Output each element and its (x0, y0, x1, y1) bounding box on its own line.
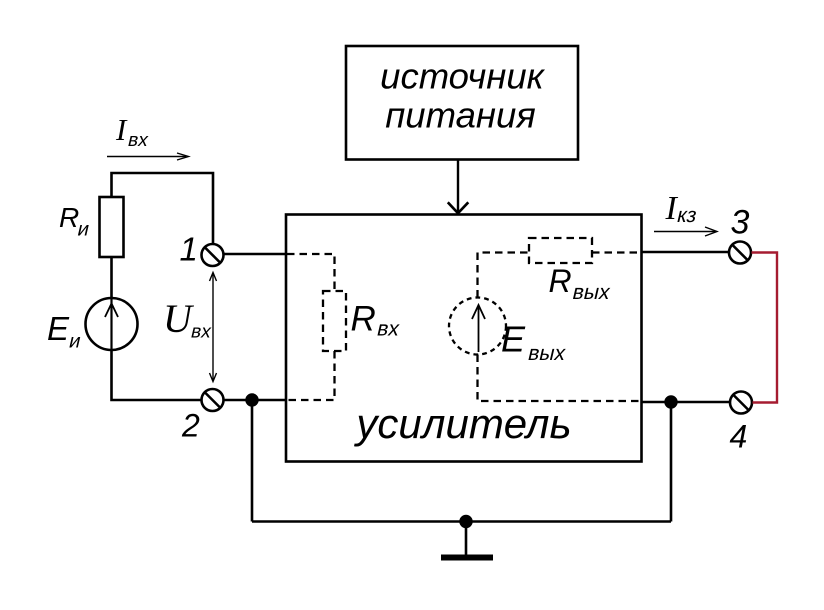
svg-text:источник: источник (380, 56, 545, 97)
svg-text:4: 4 (730, 419, 748, 455)
svg-text:вх: вх (126, 130, 151, 151)
svg-text:I: I (665, 190, 679, 227)
svg-text:E: E (47, 310, 70, 347)
svg-text:вых: вых (526, 341, 569, 365)
svg-text:I: I (115, 112, 128, 147)
svg-text:R: R (59, 202, 79, 233)
svg-text:усилитель: усилитель (353, 400, 571, 447)
svg-text:2: 2 (181, 408, 200, 444)
svg-text:вх: вх (189, 322, 214, 343)
svg-text:кз: кз (675, 203, 700, 227)
svg-text:R: R (549, 263, 572, 299)
svg-text:1: 1 (180, 231, 198, 268)
svg-text:вх: вх (375, 317, 402, 341)
svg-text:E: E (501, 319, 526, 360)
svg-text:3: 3 (731, 204, 750, 242)
svg-text:вых: вых (570, 280, 613, 304)
svg-text:питания: питания (385, 95, 536, 136)
svg-text:R: R (351, 300, 376, 339)
svg-text:и: и (67, 331, 83, 353)
svg-text:U: U (163, 296, 195, 341)
svg-text:и: и (75, 219, 91, 241)
